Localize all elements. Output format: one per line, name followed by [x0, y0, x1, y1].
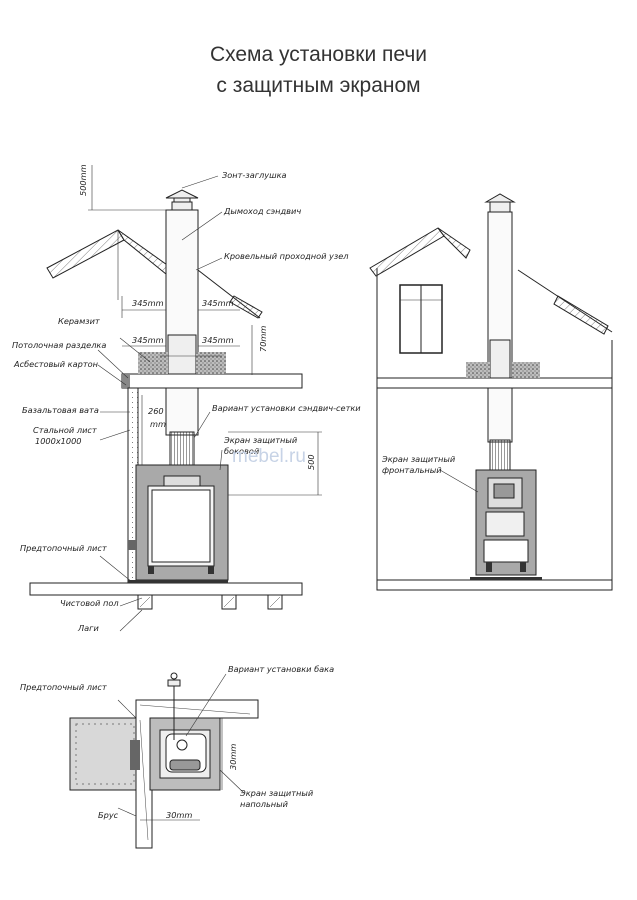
page-title-line-1: Схема установки печи — [209, 43, 428, 66]
label-steel-sheet-2: 1000х1000 — [35, 436, 82, 446]
dimension-lines — [88, 165, 322, 496]
right-diagram: Экран защитный фронтальный — [369, 193, 613, 591]
label-side-screen-1: Экран защитный — [223, 435, 298, 445]
floor-right — [376, 577, 613, 591]
label-mesh-variant: Вариант установки сэндвич-сетки — [212, 403, 361, 413]
dim-bottom-gap: 30mm — [166, 810, 192, 820]
label-keramzit: Керамзит — [58, 316, 100, 326]
ceiling-right — [376, 362, 613, 389]
stove-left — [128, 464, 229, 581]
dim-ceiling-right: 345mm — [202, 335, 234, 345]
label-ceiling-cut: Потолочная разделка — [12, 340, 106, 350]
floor-left — [29, 580, 303, 610]
dim-ceiling-gap: 70mm — [258, 326, 268, 352]
dim-wall-gap: 260 — [148, 406, 164, 416]
page-title-line-2: с защитным экраном — [216, 74, 421, 97]
label-side-screen-2: боковой — [224, 446, 260, 456]
chimney-pipe — [165, 189, 199, 478]
dim-right-gap: 30mm — [228, 744, 238, 770]
chimney-pipe-right — [484, 193, 516, 471]
label-prefurnace-sheet-bottom: Предтопочный лист — [20, 682, 107, 692]
roof-left — [46, 229, 263, 319]
label-chimney: Дымоход сэндвич — [223, 206, 301, 216]
label-floor-screen-1: Экран защитный — [239, 788, 314, 798]
stove-right — [475, 469, 537, 576]
bottom-diagram: Предтопочный лист Вариант установки бака… — [20, 664, 334, 849]
bottom-dims — [117, 673, 245, 821]
dim-roof-left: 345mm — [132, 298, 164, 308]
label-front-screen-1: Экран защитный — [381, 454, 456, 464]
stove-top-view — [130, 672, 221, 791]
watermark: mebel.ru — [232, 446, 306, 467]
leader-lines — [97, 175, 223, 632]
prefurnace-sheet-top-view — [69, 717, 141, 791]
dim-screen-height: 500 — [306, 454, 316, 470]
label-roof-unit: Кровельный проходной узел — [224, 251, 349, 261]
ceiling — [121, 352, 303, 389]
label-beam: Брус — [98, 810, 119, 820]
left-diagram: Зонт-заглушка Дымоход сэндвич Кровельный… — [12, 164, 361, 633]
label-clean-floor: Чистовой пол — [60, 598, 119, 608]
label-basalt: Базальтовая вата — [22, 405, 99, 415]
label-umbrella: Зонт-заглушка — [222, 170, 287, 180]
label-steel-sheet-1: Стальной лист — [33, 425, 97, 435]
dim-top: 500mm — [78, 164, 88, 196]
label-floor-screen-2: напольный — [240, 799, 289, 809]
dim-ceiling-left: 345mm — [132, 335, 164, 345]
label-prefurnace-sheet: Предтопочный лист — [20, 543, 107, 553]
label-front-screen-2: фронтальный — [382, 465, 442, 475]
label-asbestos: Асбестовый картон — [13, 359, 99, 369]
label-joists: Лаги — [77, 623, 99, 633]
label-tank-variant: Вариант установки бака — [228, 664, 334, 674]
dim-roof-right: 345mm — [202, 298, 234, 308]
dim-wall-gap-unit: mm — [150, 419, 166, 429]
